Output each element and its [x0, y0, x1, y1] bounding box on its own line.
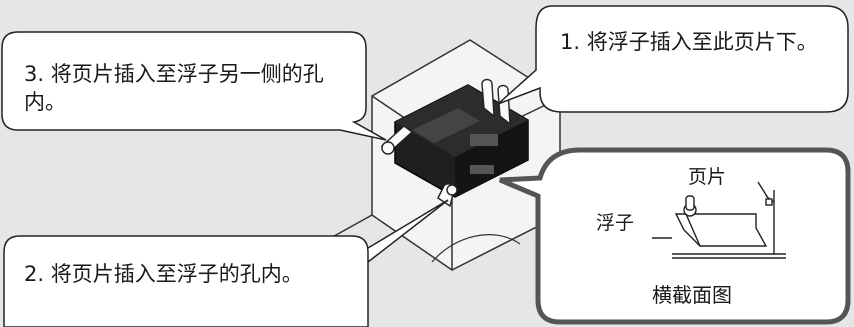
- float-label: 浮子: [596, 212, 635, 234]
- cross-section-drawing: [652, 181, 786, 259]
- page-clip-left: [380, 125, 414, 155]
- callout-step-1-text: 1. 将浮子插入至此页片下。: [560, 30, 818, 54]
- callout-step-2-text: 2. 将页片插入至浮子的孔内。: [24, 262, 303, 286]
- page-clip-bottom: [437, 183, 458, 208]
- page-label: 页片: [688, 166, 727, 188]
- cross-section-bubble: [499, 147, 851, 325]
- callout-3-bubble: [1, 31, 387, 141]
- callout-step-3-text: 3. 将页片插入至浮子另一侧的孔内。: [24, 62, 324, 114]
- callout-2-bubble: [3, 199, 449, 327]
- callout-1-bubble: [497, 5, 849, 113]
- cross-section-caption: 横截面图: [652, 283, 732, 307]
- float-unit: [394, 84, 529, 198]
